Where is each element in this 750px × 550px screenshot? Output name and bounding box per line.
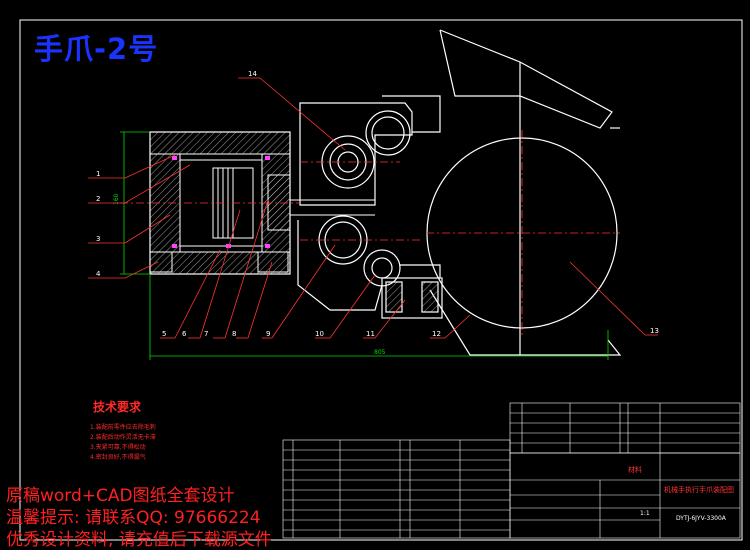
part-num-3: 3	[96, 235, 100, 243]
tech-item-4: 4.密封良好,不得漏气	[90, 454, 146, 461]
parts-table-upper	[509, 402, 741, 454]
ad-line-1: 原稿word+CAD图纸全套设计	[6, 486, 235, 506]
gear-upper	[321, 110, 411, 189]
part-num-9: 9	[266, 330, 270, 338]
part-num-12: 12	[432, 330, 441, 338]
title-block-number: DYTJ-6JYV-3300A	[676, 515, 727, 522]
part-num-6: 6	[182, 330, 187, 338]
tech-requirements-heading: 技术要求	[93, 400, 142, 414]
title-block-scale: 1:1	[640, 510, 650, 517]
lower-jaw	[297, 220, 443, 319]
tech-item-2: 2.装配后动作灵活无卡滞	[90, 434, 156, 441]
dim-height: 160	[113, 193, 120, 205]
part-num-13: 13	[650, 327, 659, 335]
part-num-7: 7	[204, 330, 208, 338]
part-num-5: 5	[162, 330, 166, 338]
ad-line-3: 优秀设计资料, 请充值后下载源文件	[6, 530, 272, 550]
parts-table-lower	[282, 439, 511, 539]
upper-jaw	[299, 29, 613, 206]
part-num-8: 8	[232, 330, 236, 338]
part-num-4: 4	[96, 270, 101, 278]
seal-marks	[172, 156, 270, 248]
drawing-title: 手爪-2号	[34, 32, 159, 66]
leader-lines	[88, 77, 658, 339]
center-lines	[120, 130, 620, 335]
title-block	[509, 452, 741, 539]
drawing-frame	[19, 19, 743, 541]
tech-item-1: 1.装配前零件应去除毛刺	[90, 424, 156, 431]
part-num-2: 2	[96, 195, 100, 203]
part-num-10: 10	[315, 330, 324, 338]
part-num-1: 1	[96, 170, 100, 178]
part-num-11: 11	[366, 330, 375, 338]
title-block-name: 机械手执行手爪装配图	[664, 485, 734, 494]
ad-line-2: 温馨提示: 请联系QQ: 97666224	[6, 508, 261, 528]
dim-width: 805	[374, 349, 386, 356]
gripper-outline	[429, 62, 622, 356]
part-num-14: 14	[248, 70, 257, 78]
title-block-material: 材料	[628, 465, 642, 474]
cylinder-body	[149, 131, 375, 275]
tech-item-3: 3.夹紧可靠,不得松动	[90, 444, 146, 451]
